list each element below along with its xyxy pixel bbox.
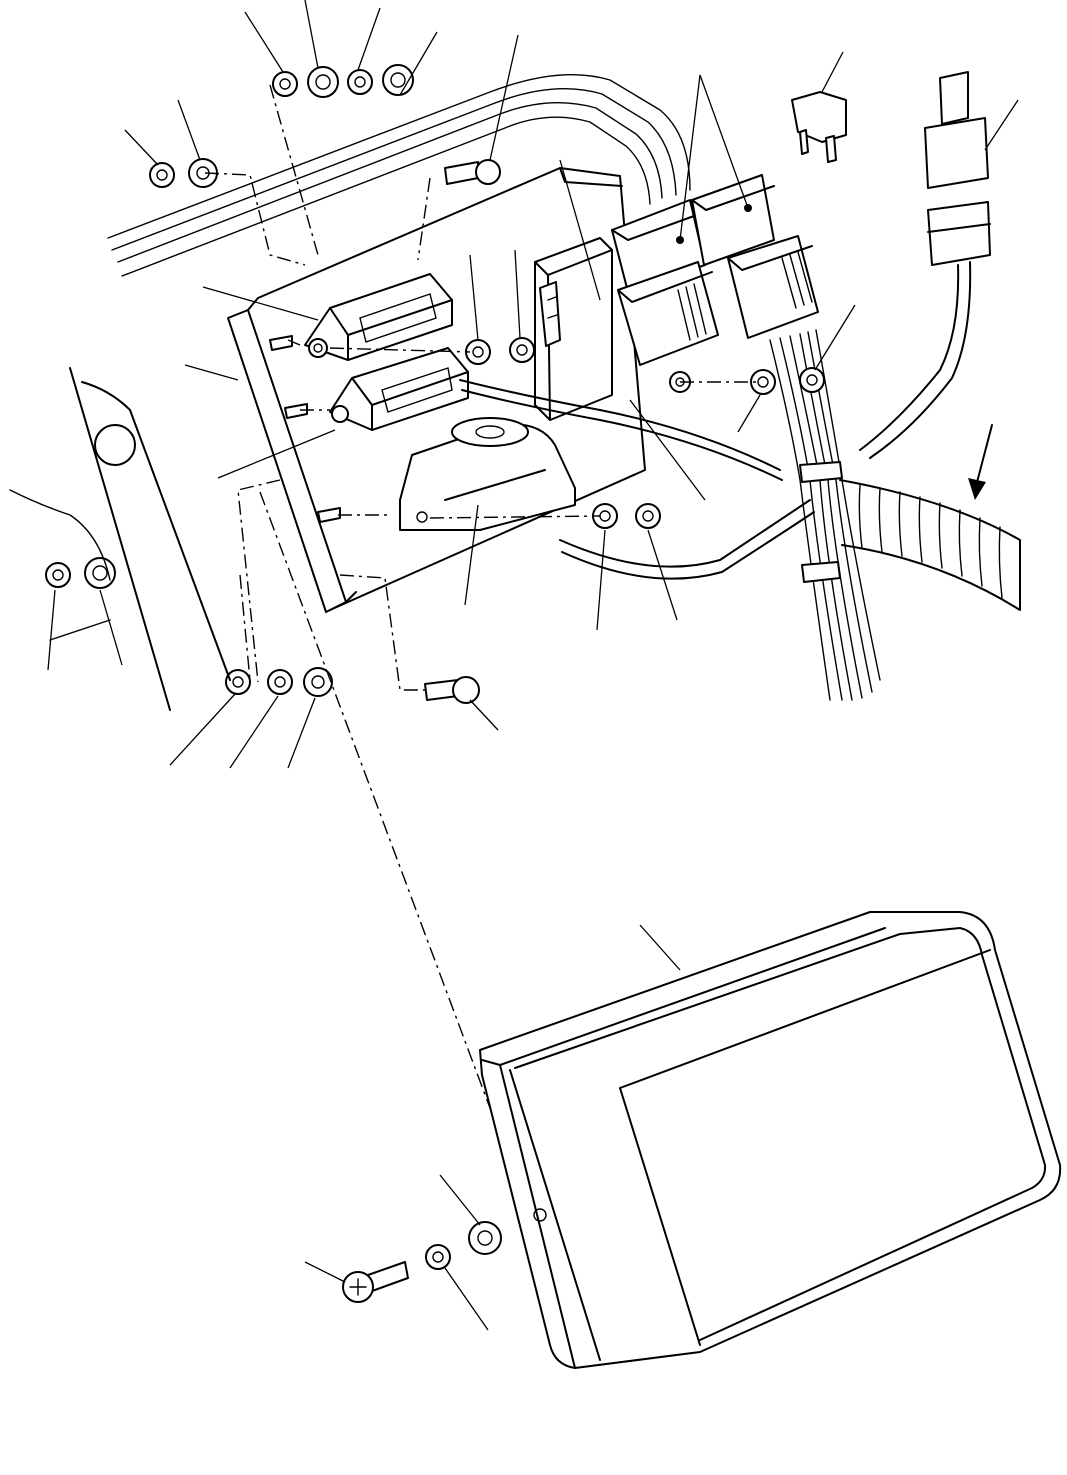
connector-pair [859, 71, 991, 459]
direction-arrow [968, 424, 993, 500]
frame-edge-lines [107, 73, 691, 277]
relay-box [534, 237, 613, 421]
nuts-top-row [272, 64, 414, 98]
relay-4 [727, 235, 819, 339]
assembly-dash-lines [204, 84, 760, 1176]
bolt-top [444, 159, 501, 185]
fuse [791, 91, 847, 163]
flasher-unit-lower [329, 347, 469, 431]
flat-washer [468, 1221, 502, 1255]
small-screws [269, 335, 341, 523]
left-post [9, 367, 231, 711]
corrugated-tube [839, 479, 1021, 611]
callout-leaders [47, 0, 1019, 1331]
nuts-left-side [45, 557, 333, 697]
bolt-bottom [424, 676, 480, 704]
cover [479, 911, 1062, 1369]
relay-3 [617, 261, 719, 366]
relay-2 [691, 174, 775, 266]
flasher-unit-upper [304, 273, 453, 361]
buzzer [399, 417, 576, 531]
cover-screw [342, 1261, 409, 1303]
wire-harness [459, 329, 881, 701]
lock-washer [425, 1244, 451, 1270]
